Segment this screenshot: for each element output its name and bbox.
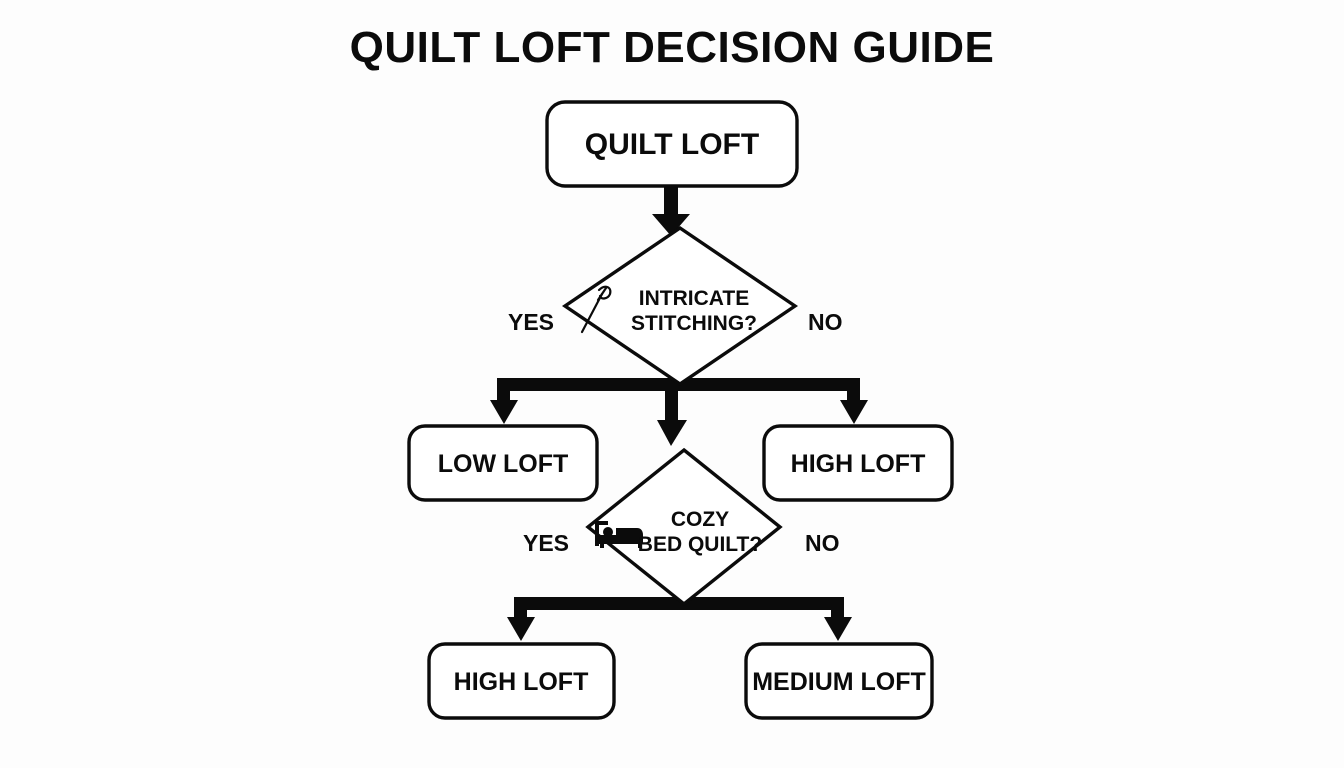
node-high-loft-bottom-label: HIGH LOFT xyxy=(454,668,589,696)
decision1-yes-label: YES xyxy=(508,309,554,335)
node-high-loft-bottom[interactable]: HIGH LOFT xyxy=(427,642,616,720)
node-medium-loft-shape xyxy=(744,642,934,720)
decision1-diamond-shape xyxy=(561,225,799,387)
decision1-label-line2: STITCHING? xyxy=(631,312,757,335)
node-medium-loft[interactable]: MEDIUM LOFT xyxy=(744,642,934,720)
node-high-loft-top[interactable]: HIGH LOFT xyxy=(762,424,954,502)
decision2-diamond-shape xyxy=(585,447,783,607)
decision1-label-line1: INTRICATE xyxy=(639,287,749,310)
bed-icon xyxy=(595,521,643,548)
connector-decision1-branches xyxy=(490,378,868,446)
decision2-yes-label: YES xyxy=(523,530,569,556)
node-low-loft-label: LOW LOFT xyxy=(438,450,569,478)
needle-and-thread-icon xyxy=(580,285,612,334)
node-high-loft-top-shape xyxy=(762,424,954,502)
decision-cozy-bed-quilt[interactable]: COZY BED QUILT? xyxy=(585,447,783,607)
node-low-loft-shape xyxy=(407,424,599,502)
node-start-label: QUILT LOFT xyxy=(585,128,759,161)
node-high-loft-bottom-shape xyxy=(427,642,616,720)
connector-decision2-branches xyxy=(507,597,852,641)
decision-intricate-stitching[interactable]: INTRICATE STITCHING? xyxy=(561,225,799,387)
decision2-no-label: NO xyxy=(805,530,840,556)
node-start-shape xyxy=(545,100,799,188)
decision1-no-label: NO xyxy=(808,309,843,335)
decision2-label-line1: COZY xyxy=(671,508,729,531)
node-medium-loft-label: MEDIUM LOFT xyxy=(752,668,926,696)
page-title: QUILT LOFT DECISION GUIDE xyxy=(350,23,995,72)
node-low-loft[interactable]: LOW LOFT xyxy=(407,424,599,502)
node-start-quilt-loft[interactable]: QUILT LOFT xyxy=(545,100,799,188)
decision2-label-line2: BED QUILT? xyxy=(638,533,762,556)
node-high-loft-top-label: HIGH LOFT xyxy=(791,450,926,478)
connector-start-to-decision1 xyxy=(652,186,690,236)
